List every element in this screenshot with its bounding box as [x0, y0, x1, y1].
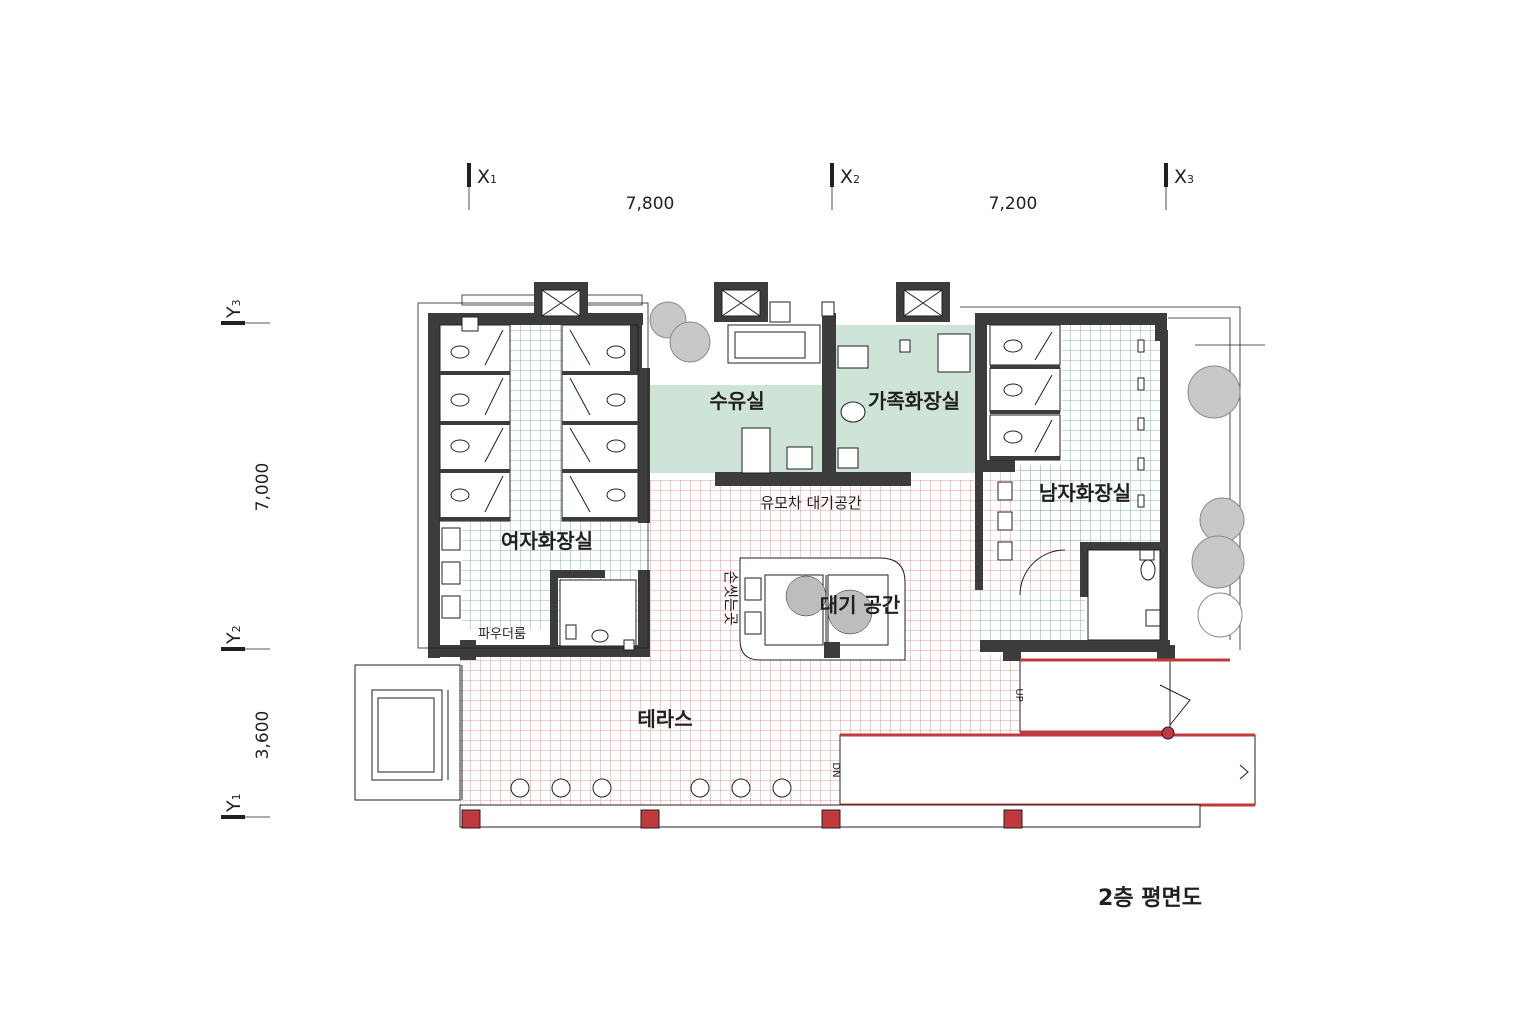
- label-stair-down: DN: [830, 762, 841, 777]
- women-sinks: [441, 527, 461, 619]
- stall-row-right: [561, 324, 639, 522]
- label-stroller-waiting: 유모차 대기공간: [760, 494, 862, 512]
- label-women-restroom: 여자화장실: [501, 529, 593, 553]
- svg-text:X3: X3: [1174, 166, 1194, 188]
- terrace-seats: [510, 778, 792, 798]
- svg-text:Y1: Y1: [223, 793, 245, 813]
- svg-text:X2: X2: [840, 166, 860, 188]
- men-fixtures: [989, 324, 1161, 641]
- axis-y2: Y2: [221, 625, 270, 651]
- tree-5: [1191, 535, 1245, 589]
- dimension-y-2: 3,600: [253, 711, 273, 760]
- shafts: [534, 282, 950, 322]
- label-nursing-room: 수유실: [709, 389, 764, 413]
- label-stair-up: UP: [1013, 688, 1024, 701]
- women-stalls: [439, 316, 639, 651]
- axis-y1: Y1: [221, 793, 270, 819]
- trees: [649, 301, 1245, 638]
- shaft-2: [714, 282, 768, 322]
- label-men-restroom: 남자화장실: [1039, 481, 1131, 505]
- tree-6: [1197, 592, 1243, 638]
- column-1: [461, 809, 481, 829]
- grid-axes-y: Y3 Y2 Y1 7,000 3,600: [221, 299, 273, 819]
- dimension-x-1: 7,800: [626, 194, 675, 214]
- axis-x3: X3: [1164, 163, 1194, 210]
- axis-y3: Y3: [221, 299, 270, 325]
- svg-text:Y3: Y3: [223, 299, 245, 319]
- label-waiting-area: 대기 공간: [820, 593, 901, 617]
- column-3: [821, 809, 841, 829]
- accessible-toilet: [559, 579, 637, 651]
- axis-x2: X2: [830, 163, 860, 210]
- svg-text:X1: X1: [477, 166, 497, 188]
- waiting-planter: [739, 557, 906, 661]
- column-2: [640, 809, 660, 829]
- tree-4: [1199, 497, 1245, 543]
- family-fixtures: [837, 333, 971, 469]
- fixture-box: [461, 316, 479, 332]
- grid-axes-x: X1 X2 X3 7,800 7,200: [467, 163, 1194, 214]
- label-hand-wash: 손씻는곳: [722, 570, 740, 625]
- nursing-fixtures: [727, 301, 835, 474]
- room-labels: 여자화장실 수유실 가족화장실 남자화장실 유모차 대기공간 손씻는곳 대기 공…: [478, 389, 1131, 778]
- drawing-title: 2층 평면도: [1098, 886, 1202, 911]
- label-powder-room: 파우더룸: [478, 627, 526, 642]
- stall-row-left: [439, 324, 511, 522]
- label-terrace: 테라스: [637, 707, 692, 731]
- label-family-restroom: 가족화장실: [868, 389, 960, 413]
- shaft-1: [534, 282, 588, 322]
- dimension-y-1: 7,000: [253, 463, 273, 512]
- svg-text:Y2: Y2: [223, 625, 245, 645]
- tree-3: [1187, 365, 1241, 419]
- shaft-3: [896, 282, 950, 322]
- terrace-edge: [459, 804, 1201, 829]
- tree-2: [669, 321, 711, 363]
- axis-x1: X1: [467, 163, 497, 210]
- dimension-x-2: 7,200: [989, 194, 1038, 214]
- outer-deck: [354, 664, 463, 801]
- urinals: [1137, 339, 1145, 508]
- column-4: [1003, 809, 1023, 829]
